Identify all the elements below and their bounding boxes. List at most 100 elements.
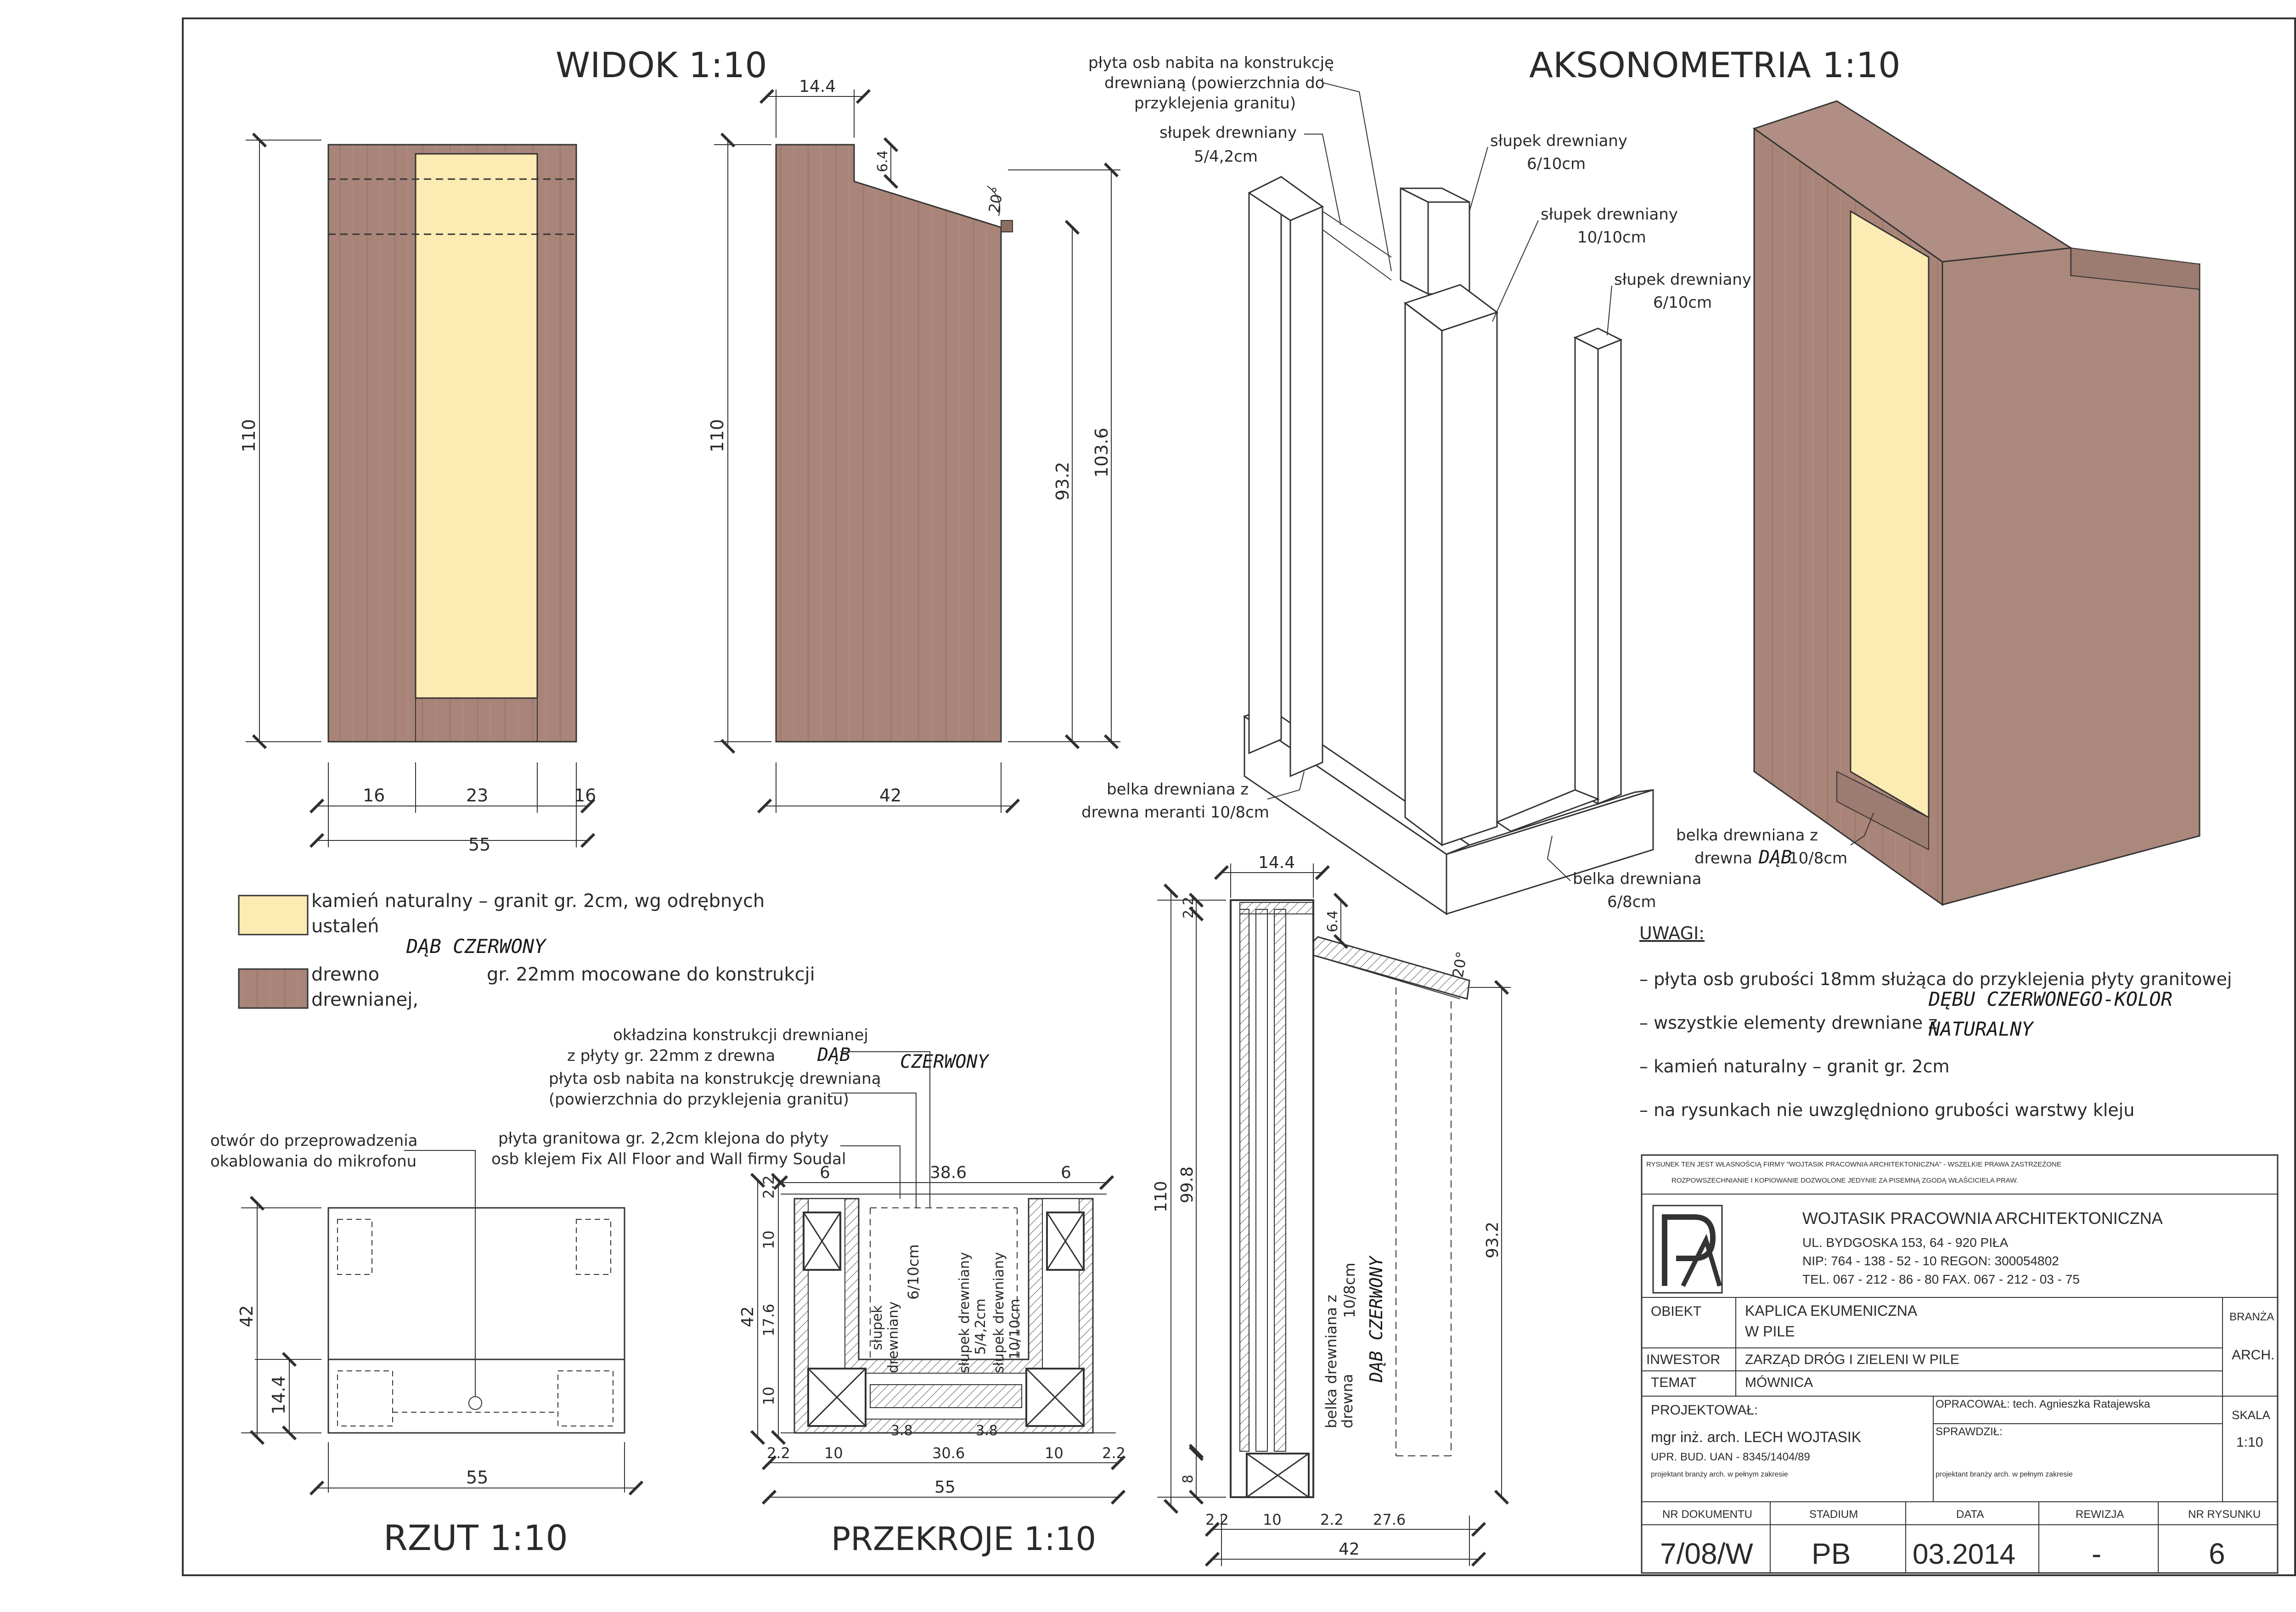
tb-nr-dok: 7/08/W xyxy=(1660,1537,1753,1570)
vsec-beam-hand: DĄB CZERWONY xyxy=(1366,1255,1386,1383)
plan-cable-label-1: otwór do przeprowadzenia xyxy=(210,1132,417,1150)
vsec-dim-998: 99.8 xyxy=(1178,1167,1197,1203)
hsec-post-slupek: słupek xyxy=(869,1305,885,1350)
front-dim-mid: 23 xyxy=(466,785,488,806)
tb-rewizja: - xyxy=(2092,1537,2101,1570)
front-view: 110 16 23 16 55 xyxy=(239,132,596,855)
hsec-d55: 55 xyxy=(934,1478,956,1497)
front-dim-right: 16 xyxy=(574,785,596,806)
hsec-d10b: 10 xyxy=(760,1387,777,1405)
tb-obiekt-1: KAPLICA EKUMENICZNA xyxy=(1745,1302,1918,1319)
side-wood-panel xyxy=(775,144,1002,743)
tb-h-nr-dok: NR DOKUMENTU xyxy=(1662,1508,1752,1521)
vsec-desk-top xyxy=(1312,936,1470,1000)
sheet-border xyxy=(182,17,2296,1576)
hsec-d38b: 3.8 xyxy=(976,1423,998,1439)
tb-temat-label: TEMAT xyxy=(1651,1375,1696,1390)
hsec-d386: 38.6 xyxy=(930,1163,967,1182)
notes: UWAGI: – płyta osb grubości 18mm służąca… xyxy=(1639,923,2232,1120)
tb-inwestor: ZARZĄD DRÓG I ZIELENI W PILE xyxy=(1745,1352,1959,1367)
tb-obiekt-label: OBIEKT xyxy=(1651,1304,1701,1319)
tb-obiekt-2: W PILE xyxy=(1745,1323,1795,1340)
tb-data: 03.2014 xyxy=(1913,1539,2015,1570)
side-dim-1036: 103.6 xyxy=(1092,428,1112,478)
hsec-post-610: 6/10cm xyxy=(905,1244,922,1300)
plan-outline xyxy=(327,1207,625,1434)
axo-beam-oak-1: belka drewniana z xyxy=(1676,826,1818,845)
hsec-post-drewniany: drewniany xyxy=(885,1302,901,1373)
vsec-beam-2: drewna xyxy=(1339,1374,1356,1428)
vsec-dim-110: 110 xyxy=(1152,1181,1171,1212)
vertical-section: 14.4 2.2 6.4 20° 110 99.8 8 93.2 2.2 10 … xyxy=(1152,853,1511,1567)
tb-addr-3: TEL. 067 - 212 - 86 - 80 FAX. 067 - 212 … xyxy=(1802,1272,2080,1286)
title-block: RYSUNEK TEN JEST WŁASNOŚCIĄ FIRMY "WOJTA… xyxy=(1641,1154,2279,1574)
hsec-cladding-hand1: DĄB xyxy=(817,1044,850,1065)
axo-beam-oak-2a: drewna xyxy=(1694,849,1752,868)
hsec-d22a: 2.2 xyxy=(767,1444,790,1462)
legend-wood-hand: DĄB CZERWONY xyxy=(406,935,547,958)
vsec-b22a: 2.2 xyxy=(1205,1511,1229,1528)
vsec-b276: 27.6 xyxy=(1373,1511,1406,1528)
side-dim-932: 93.2 xyxy=(1052,462,1073,501)
hsec-d6b: 6 xyxy=(1061,1163,1071,1182)
tb-stadium: PB xyxy=(1812,1537,1851,1570)
tb-addr-1: UL. BYDGOSKA 153, 64 - 920 PIŁA xyxy=(1802,1235,2009,1250)
plan-dim-42: 42 xyxy=(236,1305,257,1327)
axo-beam-meranti-1: belka drewniana z xyxy=(1107,780,1249,799)
plan-dim-144: 14.4 xyxy=(269,1375,289,1415)
hsec-cladding-2: z płyty gr. 22mm z drewna xyxy=(567,1047,775,1065)
note-3: – kamień naturalny – granit gr. 2cm xyxy=(1639,1056,1950,1077)
title-plan: RZUT 1:10 xyxy=(383,1517,568,1558)
hsec-d306: 30.6 xyxy=(932,1444,965,1462)
axo-beam-68-1: belka drewniana xyxy=(1573,870,1701,888)
note-2: – wszystkie elementy drewniane z xyxy=(1639,1013,1937,1033)
axo-post6a-label-2: 6/10cm xyxy=(1527,155,1586,173)
axo-osb-label-3: przyklejenia granitu) xyxy=(1134,94,1296,113)
vsec-b42: 42 xyxy=(1339,1540,1360,1559)
side-dim-top: 14.4 xyxy=(799,77,836,96)
axo-post10-label-1: słupek drewniany xyxy=(1541,205,1678,224)
hsec-d6a: 6 xyxy=(820,1163,830,1182)
axonometric-labels: płyta osb nabita na konstrukcję drewnian… xyxy=(1081,54,1874,911)
tb-opracowal: OPRACOWAŁ: tech. Agnieszka Ratajewska xyxy=(1936,1398,2150,1410)
tb-skala: 1:10 xyxy=(2236,1435,2263,1450)
tb-h-rewizja: REWIZJA xyxy=(2076,1508,2124,1521)
plan-view: otwór do przeprowadzenia okablowania do … xyxy=(210,1132,644,1496)
legend-wood-text-1b: gr. 22mm mocowane do konstrukcji xyxy=(487,964,815,985)
note-2-hand: NATURALNY xyxy=(1928,1018,2034,1040)
hsec-post-542a: słupek drewniany xyxy=(957,1252,973,1373)
notes-heading: UWAGI: xyxy=(1639,923,1705,943)
vsec-dim-932: 93.2 xyxy=(1483,1222,1502,1258)
hsec-post-1010b: 10/10cm xyxy=(1007,1299,1023,1359)
title-axonometry: AKSONOMETRIA 1:10 xyxy=(1529,45,1901,85)
tb-projektant: mgr inż. arch. LECH WOJTASIK xyxy=(1651,1429,1861,1445)
hsec-osb-2: (powierzchnia do przyklejenia granitu) xyxy=(549,1090,849,1109)
side-dim-depth: 42 xyxy=(879,785,901,806)
hsec-cladding-1: okładzina konstrukcji drewnianej xyxy=(613,1026,868,1044)
legend-wood-text-1a: drewno xyxy=(311,964,379,985)
hsec-osb-1: płyta osb nabita na konstrukcję drewnian… xyxy=(549,1070,881,1088)
hsec-cladding-hand2: CZERWONY xyxy=(900,1051,990,1072)
tb-inwestor-label: INWESTOR xyxy=(1646,1352,1720,1367)
plan-cable-hole xyxy=(468,1396,482,1410)
side-view: 110 14.4 6.4 20° 93.2 103.6 42 xyxy=(707,77,1120,814)
note-4: – na rysunkach nie uwzględniono grubości… xyxy=(1639,1100,2134,1120)
solid-bottom-beam xyxy=(1836,771,1929,851)
vsec-dim-top: 14.4 xyxy=(1258,853,1295,872)
axo-post6b-label-2: 6/10cm xyxy=(1653,293,1712,312)
vsec-beam-1: belka drewniana z xyxy=(1322,1295,1340,1428)
hsec-d38a: 3.8 xyxy=(891,1423,913,1439)
plan-dim-55: 55 xyxy=(466,1467,488,1488)
axo-post5-label-2: 5/4,2cm xyxy=(1194,147,1258,166)
side-dim-angle: 20° xyxy=(985,186,1007,214)
tb-skala-label: SKALA xyxy=(2232,1408,2270,1422)
tb-upr: UPR. BUD. UAN - 8345/1404/89 xyxy=(1651,1451,1810,1463)
hsec-post-1010a: słupek drewniany xyxy=(991,1252,1007,1373)
tb-h-nr-rys: NR RYSUNKU xyxy=(2188,1508,2261,1521)
side-dim-step: 6.4 xyxy=(875,150,891,172)
axo-osb-label-2: drewnianą (powierzchnia do xyxy=(1104,74,1324,92)
hsec-d176: 17.6 xyxy=(760,1304,777,1336)
solid-granite-face xyxy=(1850,210,1930,819)
tb-projektowal-label: PROJEKTOWAŁ: xyxy=(1651,1403,1758,1418)
